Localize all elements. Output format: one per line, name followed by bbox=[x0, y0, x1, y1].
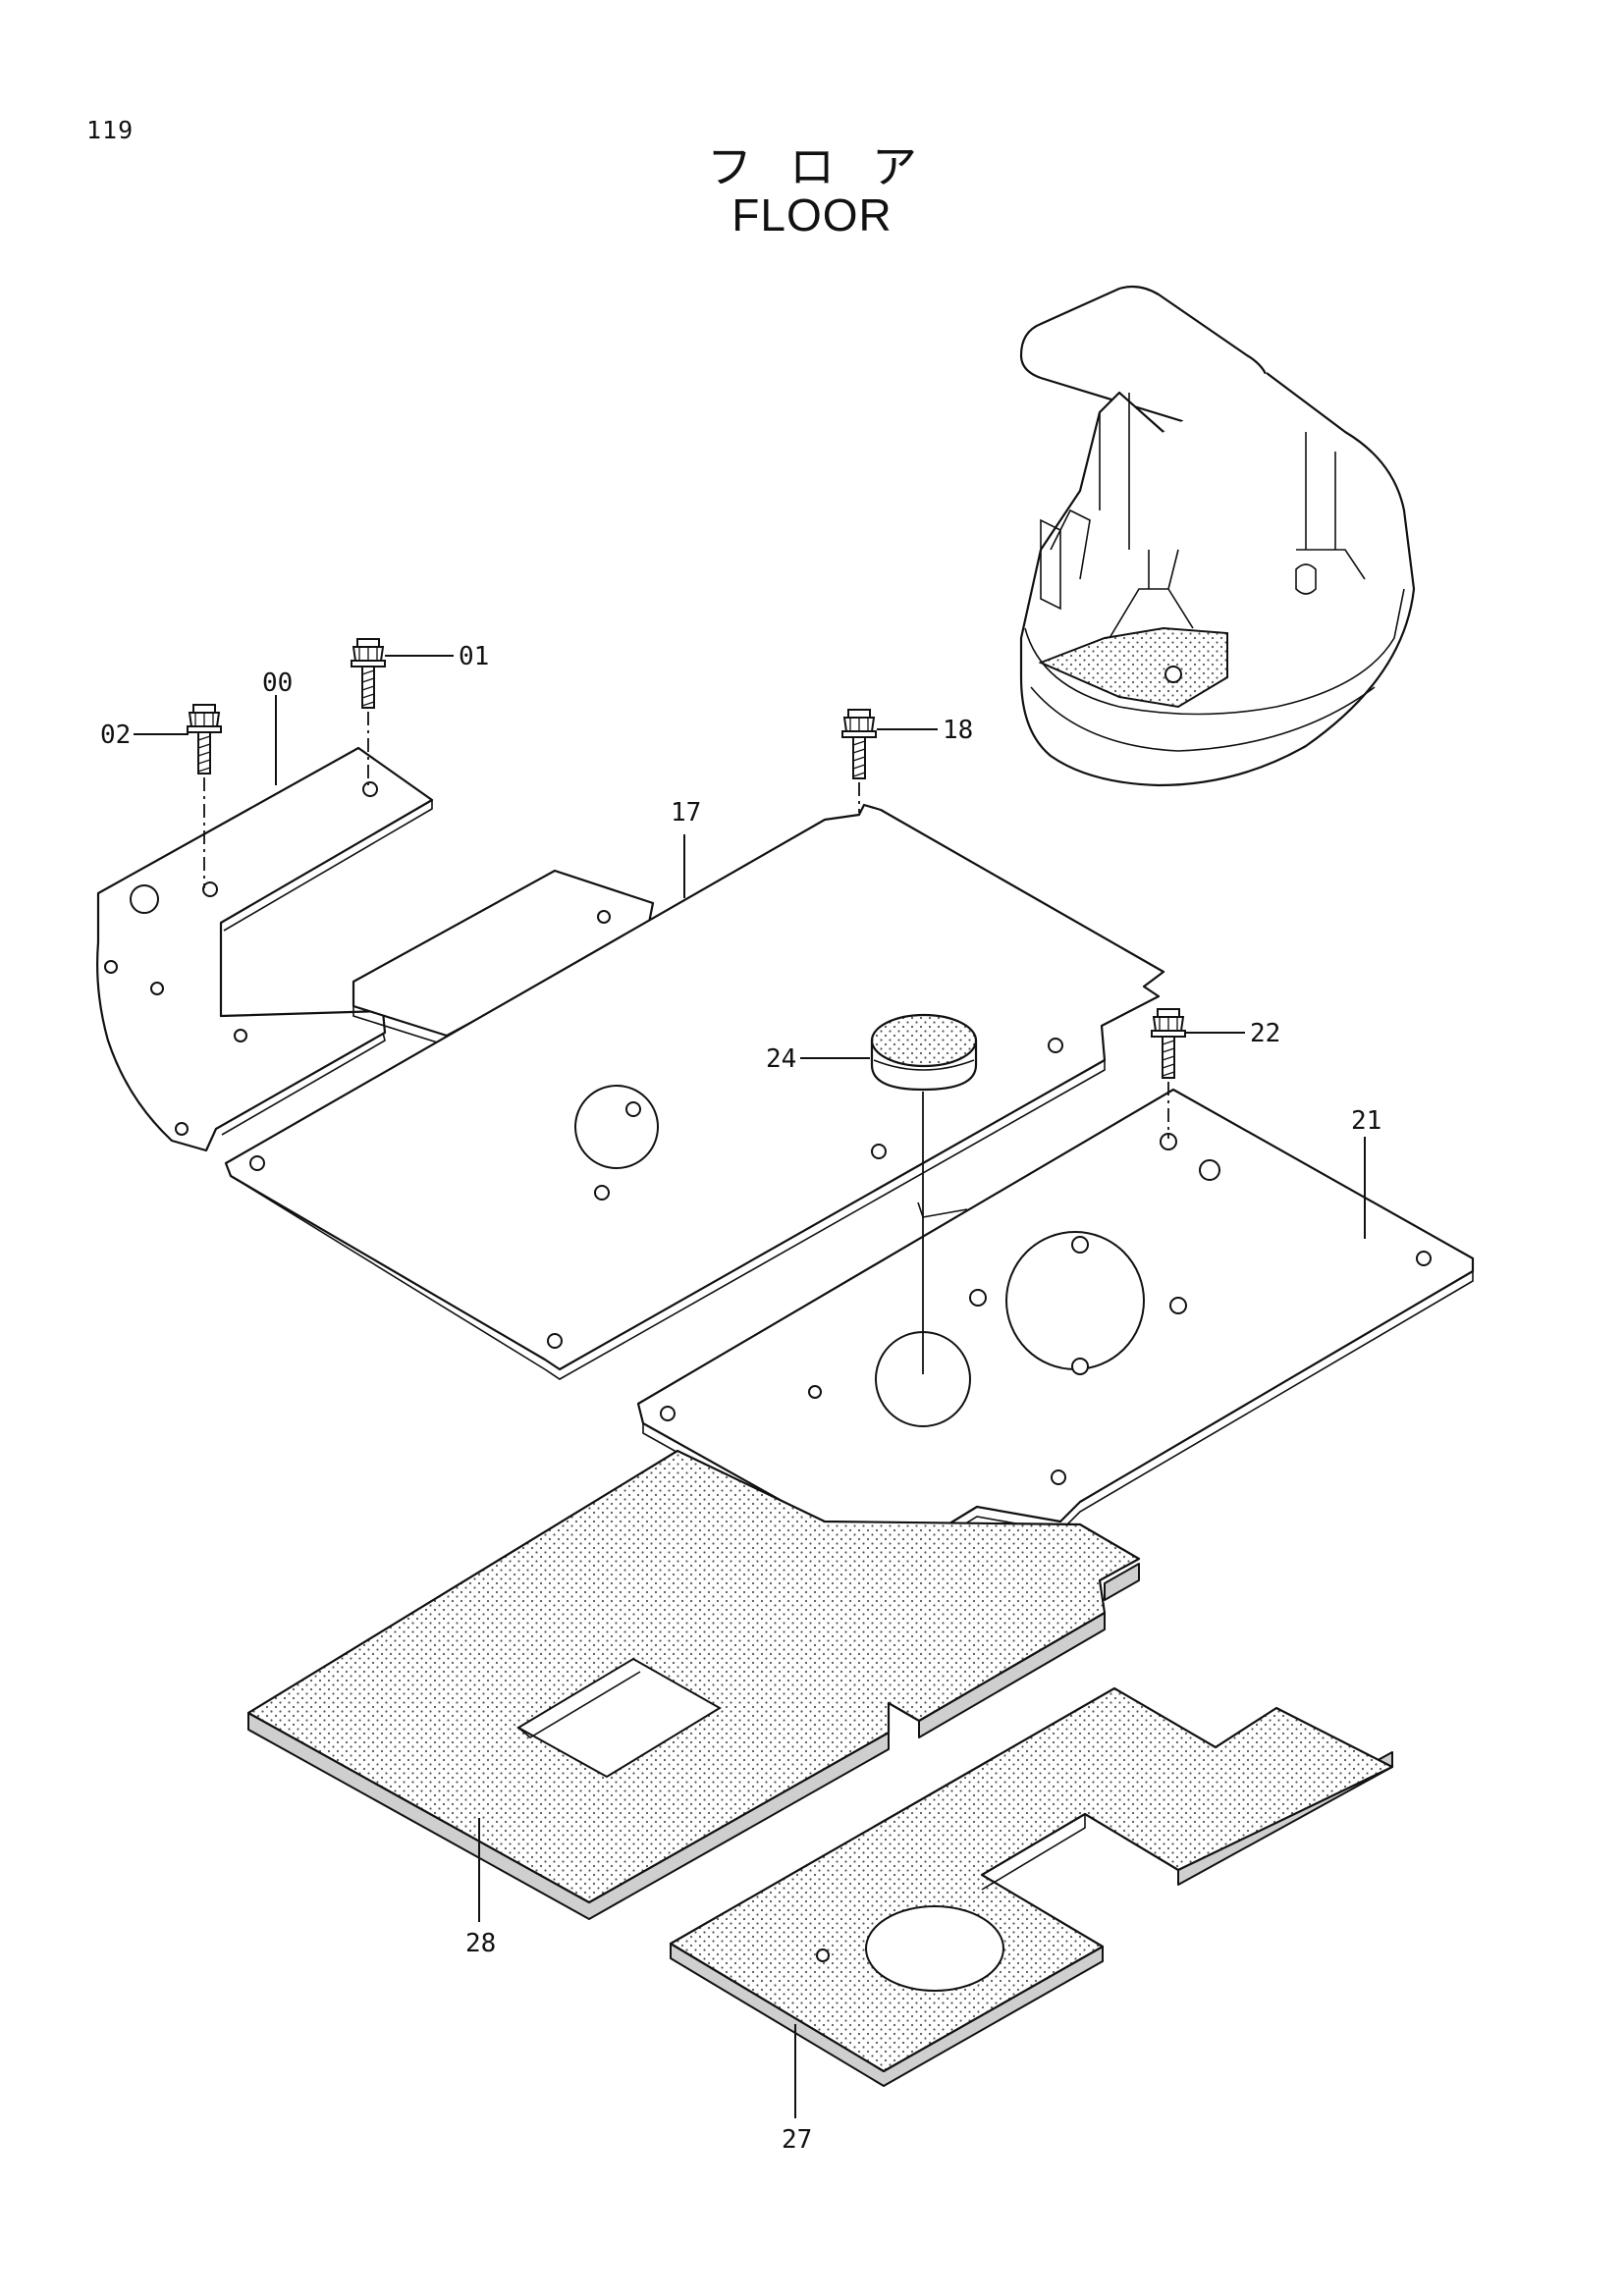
page-title-japanese: フロア bbox=[707, 140, 954, 193]
callout-27: 27 bbox=[782, 2125, 812, 2155]
page-title-english: FLOOR bbox=[731, 189, 893, 240]
part-27-floor-mat bbox=[669, 1686, 1394, 2087]
part-00-floor-plate bbox=[96, 746, 434, 1152]
machine-overview-illustration bbox=[1019, 285, 1416, 787]
part-21-floor-plate bbox=[636, 1088, 1475, 1572]
part-18-bolt bbox=[841, 709, 877, 779]
page-number: 119 bbox=[86, 116, 135, 144]
part-02-bolt bbox=[187, 704, 222, 774]
part-22-bolt bbox=[1151, 1008, 1186, 1079]
callout-17: 17 bbox=[671, 798, 701, 828]
callout-18: 18 bbox=[943, 716, 973, 745]
callout-21: 21 bbox=[1351, 1106, 1381, 1136]
callout-00: 00 bbox=[262, 668, 293, 698]
alignment-lines bbox=[203, 712, 1169, 1374]
part-24-cap bbox=[870, 1013, 978, 1092]
callout-labels: 00 01 02 17 18 21 22 24 27 28 bbox=[100, 642, 1381, 2155]
part-28-floor-mat bbox=[246, 1449, 1141, 1920]
part-17-floor-plate bbox=[224, 803, 1165, 1380]
callout-leaders bbox=[134, 655, 1366, 2118]
callout-22: 22 bbox=[1250, 1019, 1280, 1048]
callout-28: 28 bbox=[465, 1929, 496, 1958]
callout-01: 01 bbox=[459, 642, 489, 671]
callout-24: 24 bbox=[766, 1044, 796, 1074]
part-01-bolt bbox=[351, 638, 386, 709]
callout-02: 02 bbox=[100, 721, 131, 750]
